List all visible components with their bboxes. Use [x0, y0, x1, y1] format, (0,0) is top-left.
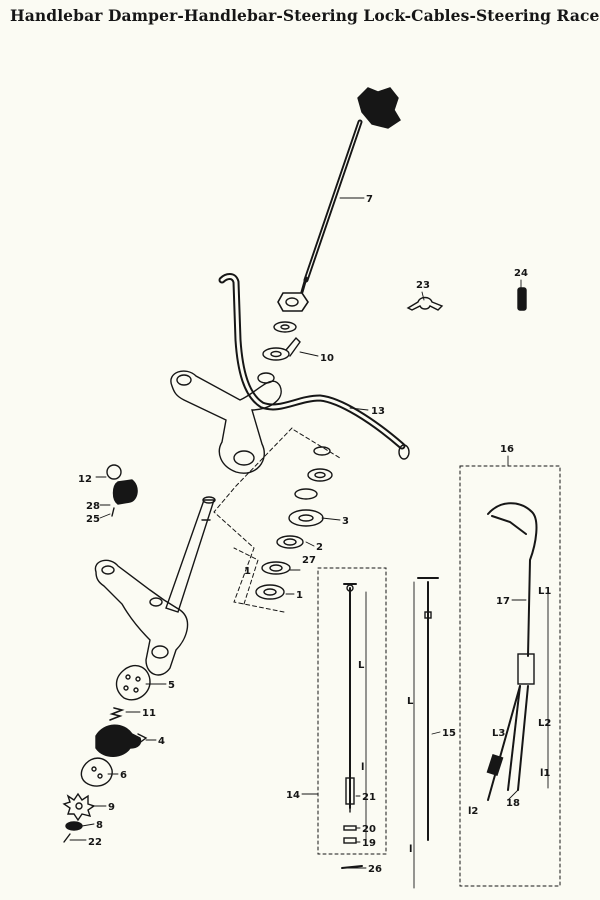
- callout-27: 27: [302, 555, 316, 566]
- steering-stem: [165, 496, 216, 613]
- callout-10: 10: [320, 353, 334, 364]
- callout-2: 2: [316, 542, 323, 553]
- dim-l1: l1: [540, 768, 550, 779]
- dim-l2: l2: [468, 806, 478, 817]
- callout-1-right: 1: [296, 590, 303, 601]
- damper-knob-rod: [300, 87, 401, 294]
- page-title: Handlebar Damper-Handlebar-Steering Lock…: [10, 6, 600, 25]
- dim-L2: L2: [538, 718, 551, 729]
- cable-clip: [406, 296, 444, 311]
- damper-nut-washers: [273, 292, 309, 333]
- callout-8: 8: [96, 820, 103, 831]
- callout-9: 9: [108, 802, 115, 813]
- leader-lines: [69, 197, 527, 869]
- callout-7: 7: [366, 194, 373, 205]
- damper-spring: [109, 707, 125, 721]
- callout-21: 21: [362, 792, 376, 803]
- callout-6: 6: [120, 770, 127, 781]
- handlebar: [218, 273, 410, 460]
- alignment-lines: [213, 427, 341, 613]
- callout-1-left: 1: [244, 566, 251, 577]
- throttle-cable-assembly: [459, 465, 561, 887]
- bushing: [517, 287, 527, 311]
- steering-lock: [106, 464, 138, 517]
- callout-14: 14: [286, 790, 300, 801]
- callout-18: 18: [506, 798, 520, 809]
- callout-3: 3: [342, 516, 349, 527]
- damper-friction-disc-lower: [80, 757, 113, 787]
- callout-15: 15: [442, 728, 456, 739]
- cable-assembly-15: [413, 577, 439, 889]
- callout-19: 19: [362, 838, 376, 849]
- star-washer: [62, 792, 96, 822]
- cable-assembly-14: [317, 567, 387, 855]
- dim-L-cable15: L: [407, 696, 414, 707]
- dim-l-cable14: l: [361, 762, 364, 773]
- bearing-races: [255, 446, 333, 600]
- dim-L3: L3: [492, 728, 505, 739]
- callout-12: 12: [78, 474, 92, 485]
- callout-4: 4: [158, 736, 165, 747]
- dimension-labels: L l L l L1 L2 L3 l1 l2: [358, 586, 551, 855]
- callout-13: 13: [371, 406, 385, 417]
- callout-25: 25: [86, 514, 100, 525]
- callout-28: 28: [86, 501, 100, 512]
- lower-triple-clamp: [94, 559, 189, 676]
- callout-22: 22: [88, 837, 102, 848]
- callout-labels: 7 10 13 3 2 27 1 1 12 28 25 5 11 4 6 9 8…: [78, 194, 528, 875]
- dim-l-cable15: l: [409, 844, 412, 855]
- callout-5: 5: [168, 680, 175, 691]
- dim-L-cable14: L: [358, 660, 365, 671]
- damper-friction-disc: [115, 664, 151, 701]
- damper-nut-bolt: [63, 821, 83, 843]
- damper-plate: [262, 336, 301, 361]
- callout-23: 23: [416, 280, 430, 291]
- damper-anchor-plate: [95, 724, 148, 757]
- callout-17: 17: [496, 596, 510, 607]
- dim-L1: L1: [538, 586, 551, 597]
- callout-16: 16: [500, 444, 514, 455]
- callout-26: 26: [368, 864, 382, 875]
- callout-24: 24: [514, 268, 528, 279]
- callout-20: 20: [362, 824, 376, 835]
- upper-triple-clamp: [170, 370, 282, 474]
- callout-11: 11: [142, 708, 156, 719]
